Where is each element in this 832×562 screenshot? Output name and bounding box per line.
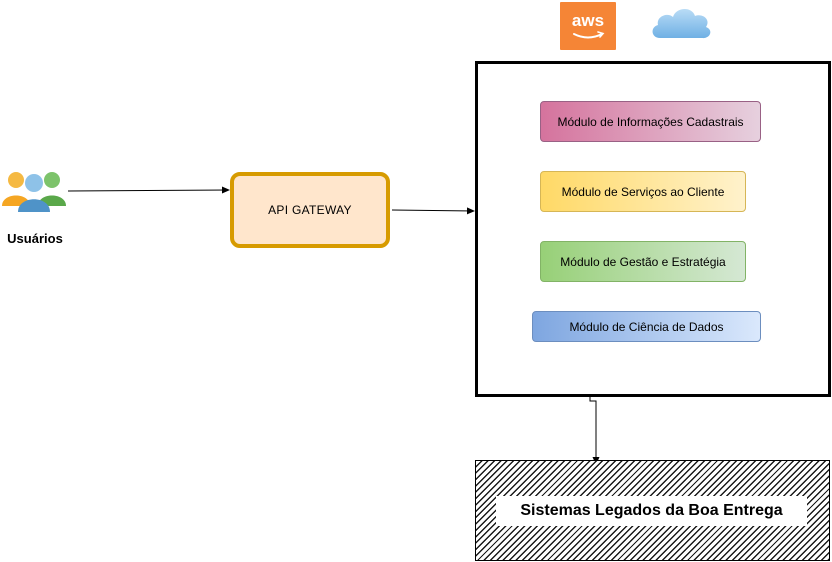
module-label: Módulo de Gestão e Estratégia bbox=[560, 254, 726, 269]
arrow-users-to-gateway bbox=[67, 186, 230, 194]
api-gateway-label: API GATEWAY bbox=[268, 203, 352, 217]
legacy-systems-label: Sistemas Legados da Boa Entrega bbox=[496, 496, 807, 526]
module-ciencia-de-dados[interactable]: Módulo de Ciência de Dados bbox=[532, 311, 761, 342]
users-label: Usuários bbox=[7, 231, 63, 246]
api-gateway-box[interactable]: API GATEWAY bbox=[230, 172, 390, 248]
module-gestao-e-estrategia[interactable]: Módulo de Gestão e Estratégia bbox=[540, 241, 746, 282]
module-informacoes-cadastrais[interactable]: Módulo de Informações Cadastrais bbox=[540, 101, 761, 142]
module-label: Módulo de Serviços ao Cliente bbox=[561, 184, 725, 199]
cloud-icon bbox=[652, 8, 711, 39]
aws-smile-icon bbox=[573, 31, 605, 39]
aws-logo: aws bbox=[560, 2, 616, 50]
module-servicos-ao-cliente[interactable]: Módulo de Serviços ao Cliente bbox=[540, 171, 746, 212]
users-icon bbox=[2, 172, 66, 212]
module-label: Módulo de Informações Cadastrais bbox=[557, 114, 744, 129]
aws-logo-text: aws bbox=[571, 11, 605, 30]
module-label: Módulo de Ciência de Dados bbox=[569, 319, 724, 334]
arrow-gateway-to-platform bbox=[391, 207, 475, 215]
